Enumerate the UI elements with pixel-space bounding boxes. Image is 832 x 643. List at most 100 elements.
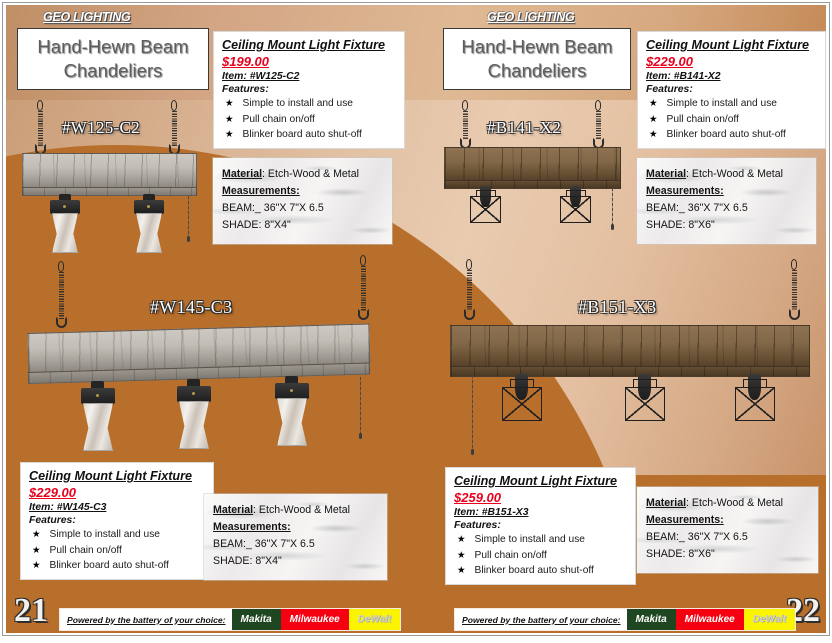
battery-compatibility-bar-left: Powered by the battery of your choice: M…: [60, 609, 401, 630]
price-label: $229.00: [646, 54, 693, 69]
material-value: : Etch-Wood & Metal: [262, 168, 359, 180]
spec-card-b151-x3: Ceiling Mount Light Fixture $259.00 Item…: [445, 467, 636, 585]
star-icon: ★: [225, 129, 234, 140]
chandelier-image-b141-x2: [440, 100, 630, 240]
beam-bottom-face: [450, 366, 810, 377]
material-card-b151-x3: Material: Etch-Wood & Metal Measurements…: [637, 487, 818, 573]
pull-cord: [612, 188, 613, 226]
features-list: ★ Simple to install and use ★ Pull chain o…: [29, 527, 205, 574]
chain-icon: [37, 110, 43, 146]
socket-screw-icon: [95, 393, 100, 398]
battery-compatibility-bar-right: Powered by the battery of your choice: M…: [455, 609, 796, 630]
features-list: ★Simple to install and use ★Pull chain o…: [222, 96, 396, 143]
list-item: ★ Pull chain on/off: [646, 112, 817, 128]
hook-icon: [358, 309, 369, 320]
sku-label-b141-x2: #B141-X2: [487, 118, 562, 137]
spec-heading: Ceiling Mount Light Fixture: [454, 474, 617, 488]
chain-icon: [171, 110, 177, 146]
battery-brand-dewalt: DeWalt: [348, 609, 401, 630]
feature-text: Pull chain on/off: [666, 113, 739, 125]
sku-label-b151-x3: #B151-X3: [578, 297, 657, 317]
beam-bottom-face: [22, 187, 197, 196]
socket-neck: [187, 379, 200, 388]
star-icon: ★: [649, 98, 658, 109]
pull-cord: [188, 196, 189, 238]
list-item: ★Simple to install and use: [454, 532, 627, 548]
measurements-row: Measurements:: [646, 512, 809, 529]
pull-cord: [360, 377, 361, 435]
chain-icon: [462, 110, 468, 140]
chain-icon: [791, 269, 797, 311]
chain-icon: [58, 271, 64, 319]
star-icon: ★: [649, 129, 658, 140]
feature-text: Blinker board auto shut-off: [49, 560, 169, 571]
measurements-row: Measurements:: [222, 183, 383, 200]
material-row: Material: Etch-Wood & Metal: [222, 166, 383, 183]
socket-screw-icon: [146, 204, 151, 209]
feature-text: Pull chain on/off: [49, 544, 122, 556]
list-item: ★ Blinker board auto shut-off: [646, 127, 817, 143]
measurements-label: Measurements:: [213, 521, 291, 534]
spec-heading: Ceiling Mount Light Fixture: [222, 38, 385, 52]
shade-measurement: SHADE: 8"X4": [213, 555, 282, 568]
measurements-row: Measurements:: [213, 519, 378, 536]
shade-measurement: SHADE: 8"X6": [646, 219, 715, 232]
features-label: Features:: [454, 520, 501, 531]
beam-measurement: BEAM:_ 36"X 7"X 6.5: [213, 538, 315, 551]
page-title-left: Hand-Hewn Beam Chandeliers: [17, 28, 209, 90]
brand-header-left: GEO LIGHTING: [43, 10, 131, 24]
glass-shade: [52, 213, 78, 253]
cage-shade-top: [510, 379, 534, 388]
star-icon: ★: [225, 98, 234, 109]
material-value: : Etch-Wood & Metal: [253, 504, 350, 516]
socket-neck: [59, 194, 71, 202]
battery-brand-milwaukee: Milwaukee: [675, 609, 744, 630]
feature-text: Blinker board auto shut-off: [666, 129, 786, 140]
feature-text: Pull chain on/off: [474, 549, 547, 561]
chandelier-image-w125-c2: [16, 100, 206, 253]
cage-shade-top: [633, 379, 657, 388]
feature-text: Simple to install and use: [474, 534, 585, 545]
feature-text: Blinker board auto shut-off: [474, 565, 594, 576]
star-icon: ★: [32, 544, 41, 556]
star-icon: ★: [649, 113, 658, 125]
glass-shade: [83, 403, 113, 451]
pull-cord-knob: [471, 449, 474, 455]
material-row: Material: Etch-Wood & Metal: [646, 495, 809, 512]
sku-label-w125-c2: #W125-C2: [62, 118, 140, 137]
beam-body: [450, 325, 810, 367]
list-item: ★ Pull chain on/off: [29, 543, 205, 559]
material-card-b141-x2: Material: Etch-Wood & Metal Measurements…: [637, 158, 816, 244]
star-icon: ★: [457, 549, 466, 561]
measurements-label: Measurements:: [646, 514, 724, 527]
price-label: $259.00: [454, 490, 501, 505]
spec-card-b141-x2: Ceiling Mount Light Fixture $229.00 Item…: [637, 31, 826, 149]
item-number: Item: #B141-X2: [646, 71, 721, 82]
spec-heading: Ceiling Mount Light Fixture: [29, 469, 192, 483]
socket-screw-icon: [191, 391, 196, 396]
feature-text: Simple to install and use: [666, 98, 777, 109]
pull-cord-knob: [359, 433, 362, 439]
feature-text: Simple to install and use: [49, 529, 160, 540]
beam-bottom-face: [444, 180, 621, 189]
pull-cord-knob: [611, 224, 614, 230]
spec-card-w145-c3: Ceiling Mount Light Fixture $229.00 Item…: [20, 462, 214, 580]
material-value: : Etch-Wood & Metal: [686, 168, 783, 180]
beam-body: [22, 153, 197, 188]
star-icon: ★: [225, 113, 234, 125]
hook-icon: [464, 309, 475, 320]
pull-cord: [472, 375, 473, 451]
socket-screw-icon: [289, 388, 294, 393]
beam-measurement: BEAM:_ 36"X 7"X 6.5: [222, 202, 324, 215]
socket-neck: [285, 376, 298, 385]
page-title-line1: Hand-Hewn Beam: [461, 35, 613, 57]
spec-heading: Ceiling Mount Light Fixture: [646, 38, 809, 52]
battery-brand-dewalt: DeWalt: [743, 609, 796, 630]
features-list: ★ Simple to install and use ★ Pull chain o…: [646, 96, 817, 143]
list-item: ★ Pull chain on/off: [454, 548, 627, 564]
shade-measurement: SHADE: 8"X6": [646, 548, 715, 561]
cage-shade: [735, 387, 775, 421]
battery-bar-label: Powered by the battery of your choice:: [455, 609, 627, 630]
star-icon: ★: [457, 565, 466, 576]
